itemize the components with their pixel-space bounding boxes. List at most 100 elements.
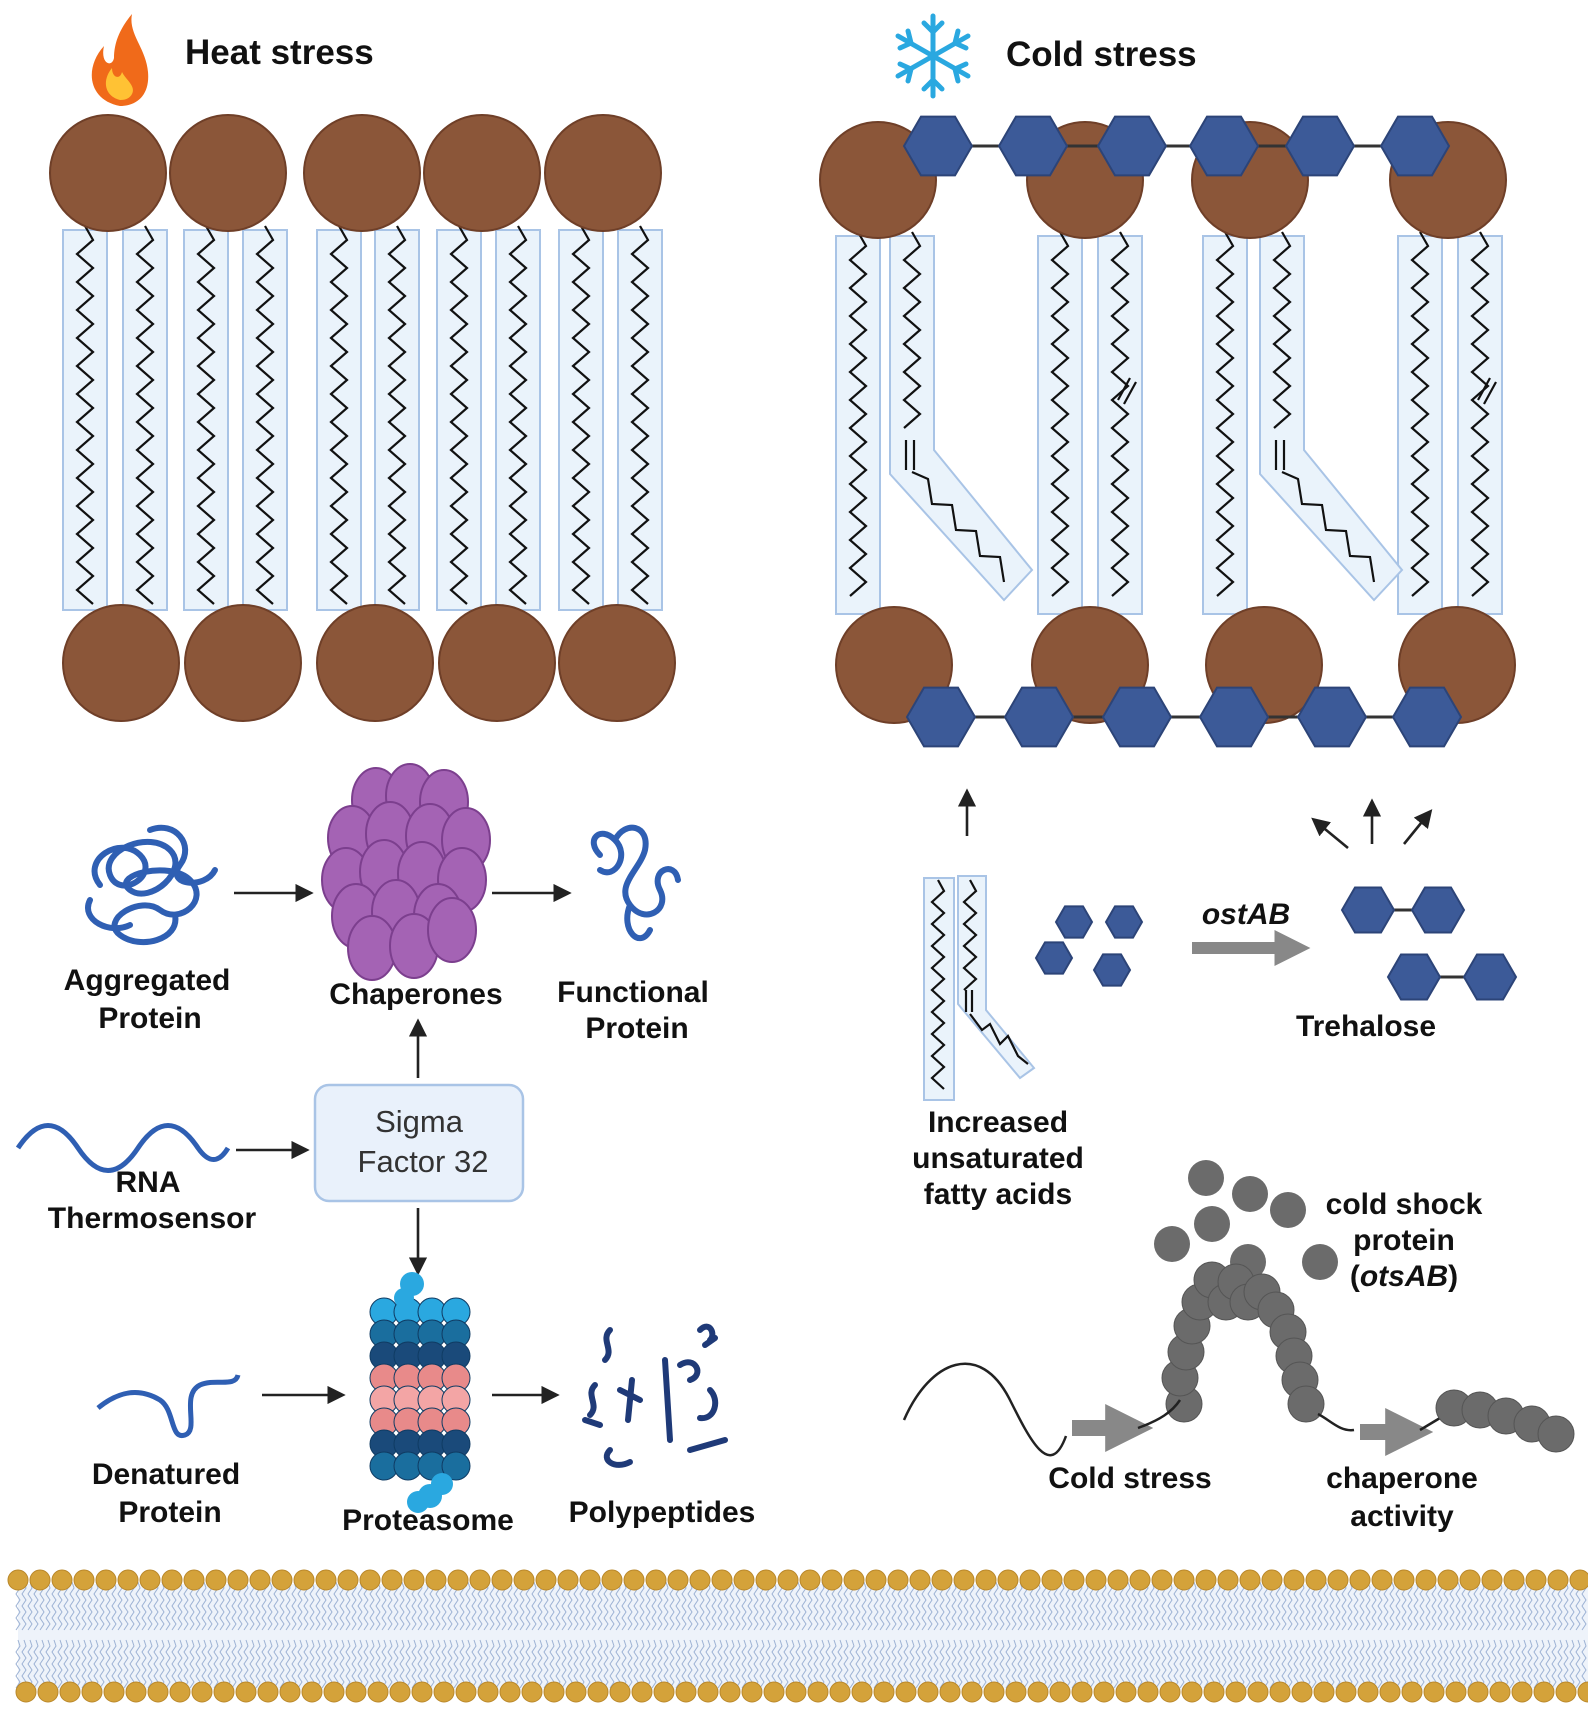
membrane-tail	[177, 1639, 183, 1689]
membrane-tail	[591, 1639, 597, 1689]
membrane-tail	[1215, 1581, 1221, 1631]
membrane-tail	[231, 1581, 237, 1631]
membrane-tail	[1497, 1639, 1503, 1689]
membrane-tail	[459, 1639, 465, 1689]
membrane-tail	[1407, 1639, 1413, 1689]
fatty-acid-chain	[1470, 231, 1490, 597]
membrane-head	[213, 1681, 235, 1703]
membrane-tail	[327, 1639, 333, 1689]
membrane-tail	[45, 1639, 51, 1689]
membrane-tail	[45, 1581, 51, 1631]
lipid-tail-box	[1202, 235, 1248, 615]
membrane-tail	[1533, 1639, 1539, 1689]
membrane-head	[623, 1569, 645, 1591]
membrane-tail	[633, 1639, 639, 1689]
membrane-head	[1555, 1681, 1577, 1703]
membrane-tail	[1371, 1581, 1377, 1631]
ostab-gene-label: ostAB	[1202, 898, 1290, 931]
membrane-head	[139, 1569, 161, 1591]
membrane-head	[697, 1681, 719, 1703]
membrane-tail	[537, 1581, 543, 1631]
membrane-head	[367, 1681, 389, 1703]
membrane-tail	[1089, 1639, 1095, 1689]
membrane-tail	[1017, 1581, 1023, 1631]
membrane-tail	[1215, 1639, 1221, 1689]
chaperone-activity-chain-icon	[1435, 1389, 1575, 1453]
membrane-tail	[1113, 1639, 1119, 1689]
membrane-tail	[159, 1581, 165, 1631]
membrane-tail	[315, 1581, 321, 1631]
membrane-tail	[693, 1581, 699, 1631]
membrane-head	[29, 1569, 51, 1591]
membrane-tail	[399, 1581, 405, 1631]
trehalose-hexagon	[902, 115, 974, 177]
csp-label-3: (otsAB)	[1350, 1260, 1458, 1293]
membrane-tail	[681, 1581, 687, 1631]
membrane-tail	[945, 1581, 951, 1631]
membrane-tail	[1467, 1639, 1473, 1689]
denatured-protein-icon	[96, 1373, 241, 1438]
membrane-tail	[609, 1639, 615, 1689]
membrane-head	[865, 1569, 887, 1591]
membrane-tail	[681, 1639, 687, 1689]
membrane-tail	[1233, 1581, 1239, 1631]
membrane-tail	[1371, 1639, 1377, 1689]
membrane-head	[455, 1681, 477, 1703]
membrane-tail	[99, 1639, 105, 1689]
membrane-tail	[1023, 1639, 1029, 1689]
membrane-tail	[1539, 1639, 1545, 1689]
membrane-tail	[1251, 1581, 1257, 1631]
trehalose-hexagon	[1462, 953, 1518, 1001]
membrane-tail	[441, 1581, 447, 1631]
csp-mrna-link	[1137, 1399, 1182, 1430]
membrane-head	[499, 1681, 521, 1703]
membrane-head	[1195, 1569, 1217, 1591]
membrane-tail	[927, 1581, 933, 1631]
membrane-head	[1379, 1681, 1401, 1703]
membrane-tail	[543, 1639, 549, 1689]
membrane-head	[1525, 1569, 1547, 1591]
membrane-tail	[579, 1639, 585, 1689]
membrane-tail	[207, 1639, 213, 1689]
membrane-tail	[747, 1639, 753, 1689]
membrane-tail	[1125, 1639, 1131, 1689]
membrane-tail	[171, 1639, 177, 1689]
membrane-tail	[933, 1581, 939, 1631]
membrane-tail	[195, 1639, 201, 1689]
membrane-tail	[843, 1581, 849, 1631]
membrane-head	[1071, 1681, 1093, 1703]
membrane-tail	[1407, 1581, 1413, 1631]
membrane-head	[1305, 1569, 1327, 1591]
membrane-head	[1269, 1681, 1291, 1703]
membrane-head	[1577, 1681, 1588, 1703]
membrane-tail	[597, 1639, 603, 1689]
membrane-tail	[1335, 1639, 1341, 1689]
membrane-head	[733, 1569, 755, 1591]
membrane-tail	[645, 1639, 651, 1689]
trehalose-hexagon	[1386, 953, 1442, 1001]
membrane-tail	[1431, 1581, 1437, 1631]
membrane-tail	[765, 1639, 771, 1689]
membrane-tail	[159, 1639, 165, 1689]
glucose-hexagon	[1034, 941, 1074, 975]
membrane-head	[1547, 1569, 1569, 1591]
bottom-membrane-bilayer	[7, 1569, 1588, 1703]
membrane-tail	[33, 1639, 39, 1689]
denatured-protein-label-1: Denatured	[92, 1458, 240, 1491]
membrane-head	[521, 1681, 543, 1703]
membrane-tail	[957, 1581, 963, 1631]
membrane-tail	[399, 1639, 405, 1689]
cold-stress-bottom-label: Cold stress	[1048, 1462, 1211, 1495]
membrane-tail	[747, 1581, 753, 1631]
membrane-tail	[1551, 1639, 1557, 1689]
membrane-tail	[1479, 1639, 1485, 1689]
membrane-tail	[759, 1581, 765, 1631]
membrane-head	[763, 1681, 785, 1703]
ufa-label-3: fatty acids	[924, 1178, 1072, 1211]
membrane-tail	[1167, 1581, 1173, 1631]
membrane-tail	[1461, 1639, 1467, 1689]
membrane-head	[587, 1681, 609, 1703]
membrane-tail	[693, 1639, 699, 1689]
membrane-tail	[951, 1581, 957, 1631]
